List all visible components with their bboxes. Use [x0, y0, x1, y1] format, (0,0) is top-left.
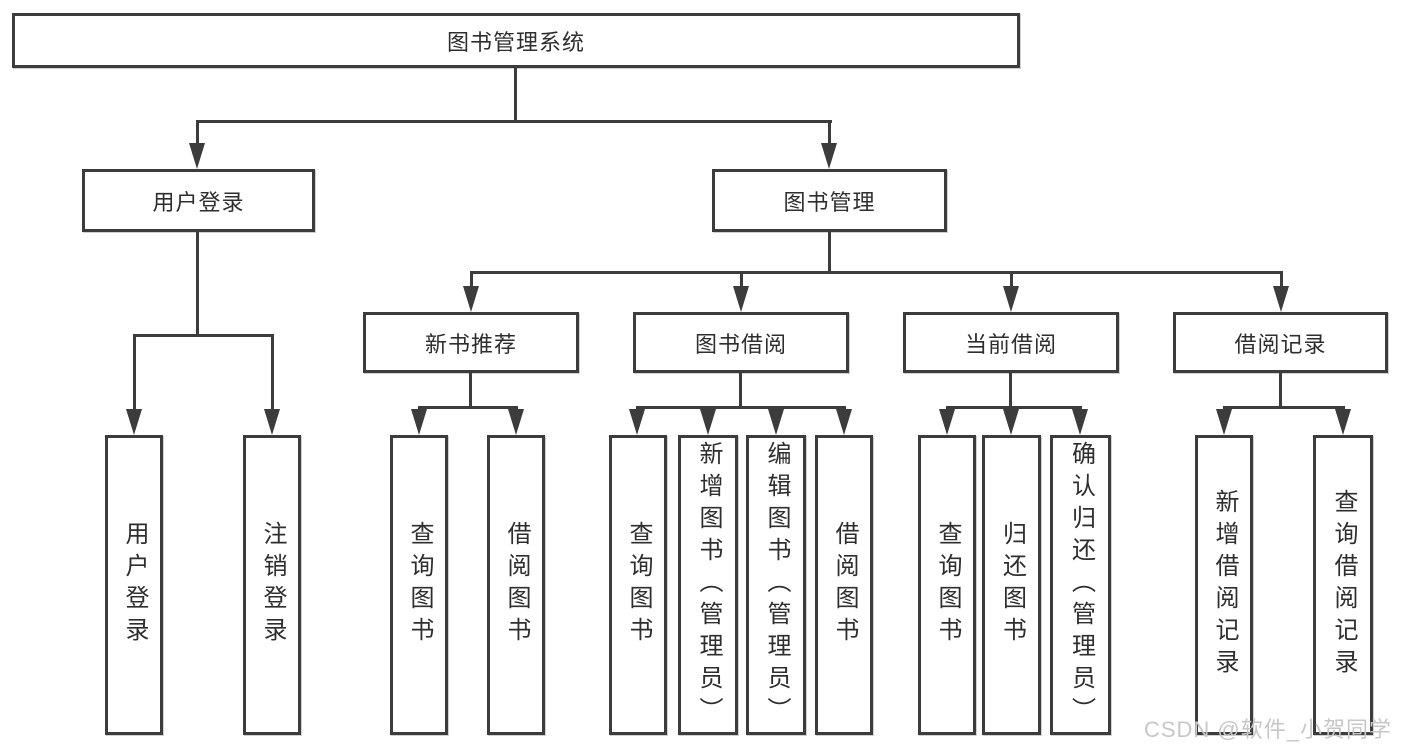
- connector-stem: [1280, 271, 1283, 288]
- arrow-down-icon: [189, 143, 205, 169]
- connector-hline: [1223, 406, 1345, 409]
- leaf-label: 借阅图书: [831, 521, 858, 649]
- leaf-borrow-add-books-admin: 新增图书（管理员）: [678, 435, 738, 735]
- leaf-records-add-record: 新增借阅记录: [1195, 435, 1253, 735]
- arrow-down-icon: [1273, 286, 1289, 312]
- node-book-management: 图书管理: [712, 169, 947, 232]
- connector-vline: [739, 373, 742, 408]
- leaf-current-confirm-return-admin: 确认归还（管理员）: [1050, 435, 1111, 735]
- arrow-down-icon: [629, 409, 645, 435]
- arrow-down-icon: [411, 409, 427, 435]
- node-new-book-recommend: 新书推荐: [363, 312, 579, 373]
- leaf-label: 注销登录: [259, 521, 286, 649]
- arrow-down-icon: [836, 409, 852, 435]
- connector-stem: [271, 334, 274, 410]
- node-label: 图书管理系统: [446, 29, 585, 55]
- node-label: 借阅记录: [1234, 331, 1327, 357]
- connector-stem: [470, 271, 473, 288]
- arrow-down-icon: [733, 286, 749, 312]
- connector-hline: [418, 406, 518, 409]
- leaf-newbook-borrow-books: 借阅图书: [487, 435, 545, 735]
- node-book-borrow: 图书借阅: [633, 312, 849, 373]
- leaf-label: 归还图书: [998, 521, 1026, 649]
- connector-stem: [740, 271, 743, 288]
- arrow-down-icon: [939, 409, 955, 435]
- arrow-down-icon: [463, 286, 479, 312]
- leaf-borrow-edit-books-admin: 编辑图书（管理员）: [746, 435, 806, 735]
- connector-stem: [196, 120, 199, 145]
- leaf-logout: 注销登录: [243, 435, 301, 735]
- arrow-down-icon: [1003, 409, 1019, 435]
- node-label: 图书借阅: [694, 331, 787, 357]
- arrow-down-icon: [1335, 409, 1351, 435]
- leaf-label: 查询图书: [406, 521, 433, 649]
- leaf-label: 查询借阅记录: [1330, 489, 1357, 681]
- leaf-label: 新增图书（管理员）: [695, 441, 722, 729]
- connector-hline: [133, 334, 274, 337]
- leaf-label: 确认归还（管理员）: [1067, 441, 1095, 729]
- node-current-borrow: 当前借阅: [903, 312, 1119, 373]
- arrow-down-icon: [264, 409, 280, 435]
- connector-stem: [828, 120, 831, 145]
- connector-stem: [1010, 271, 1013, 288]
- node-label: 当前借阅: [964, 331, 1057, 357]
- node-label: 用户登录: [152, 189, 245, 215]
- connector-vline: [514, 68, 517, 122]
- node-label: 新书推荐: [424, 331, 517, 357]
- connector-hline: [196, 120, 832, 123]
- connector-vline: [469, 373, 472, 408]
- csdn-watermark: CSDN @软件_小贺同学: [1143, 717, 1392, 742]
- node-borrow-records: 借阅记录: [1173, 312, 1388, 373]
- connector-vline: [1279, 373, 1282, 408]
- leaf-label: 查询图书: [625, 521, 652, 649]
- leaf-user-login: 用户登录: [105, 435, 163, 735]
- arrow-down-icon: [126, 409, 142, 435]
- leaf-current-return-books: 归还图书: [982, 435, 1041, 735]
- connector-hline: [636, 406, 846, 409]
- arrow-down-icon: [1072, 409, 1088, 435]
- arrow-down-icon: [508, 409, 524, 435]
- node-root-library-system: 图书管理系统: [12, 13, 1020, 68]
- leaf-label: 用户登录: [121, 521, 148, 649]
- connector-vline: [828, 232, 831, 273]
- connector-vline: [1009, 373, 1012, 408]
- arrow-down-icon: [1003, 286, 1019, 312]
- arrow-down-icon: [768, 409, 784, 435]
- connector-vline: [196, 232, 199, 336]
- leaf-borrow-borrow-books: 借阅图书: [815, 435, 873, 735]
- arrow-down-icon: [821, 143, 837, 169]
- connector-stem: [133, 334, 136, 410]
- leaf-current-query-books: 查询图书: [918, 435, 976, 735]
- node-label: 图书管理: [783, 189, 876, 215]
- leaf-label: 新增借阅记录: [1211, 489, 1238, 681]
- leaf-label: 借阅图书: [503, 521, 530, 649]
- leaf-records-query-record: 查询借阅记录: [1313, 435, 1373, 735]
- connector-hline: [946, 406, 1082, 409]
- leaf-borrow-query-books: 查询图书: [609, 435, 667, 735]
- leaf-label: 查询图书: [934, 521, 961, 649]
- leaf-label: 编辑图书（管理员）: [763, 441, 790, 729]
- arrow-down-icon: [1216, 409, 1232, 435]
- leaf-newbook-query-books: 查询图书: [390, 435, 448, 735]
- node-user-login: 用户登录: [82, 169, 315, 232]
- connector-hline: [470, 271, 1282, 274]
- arrow-down-icon: [700, 409, 716, 435]
